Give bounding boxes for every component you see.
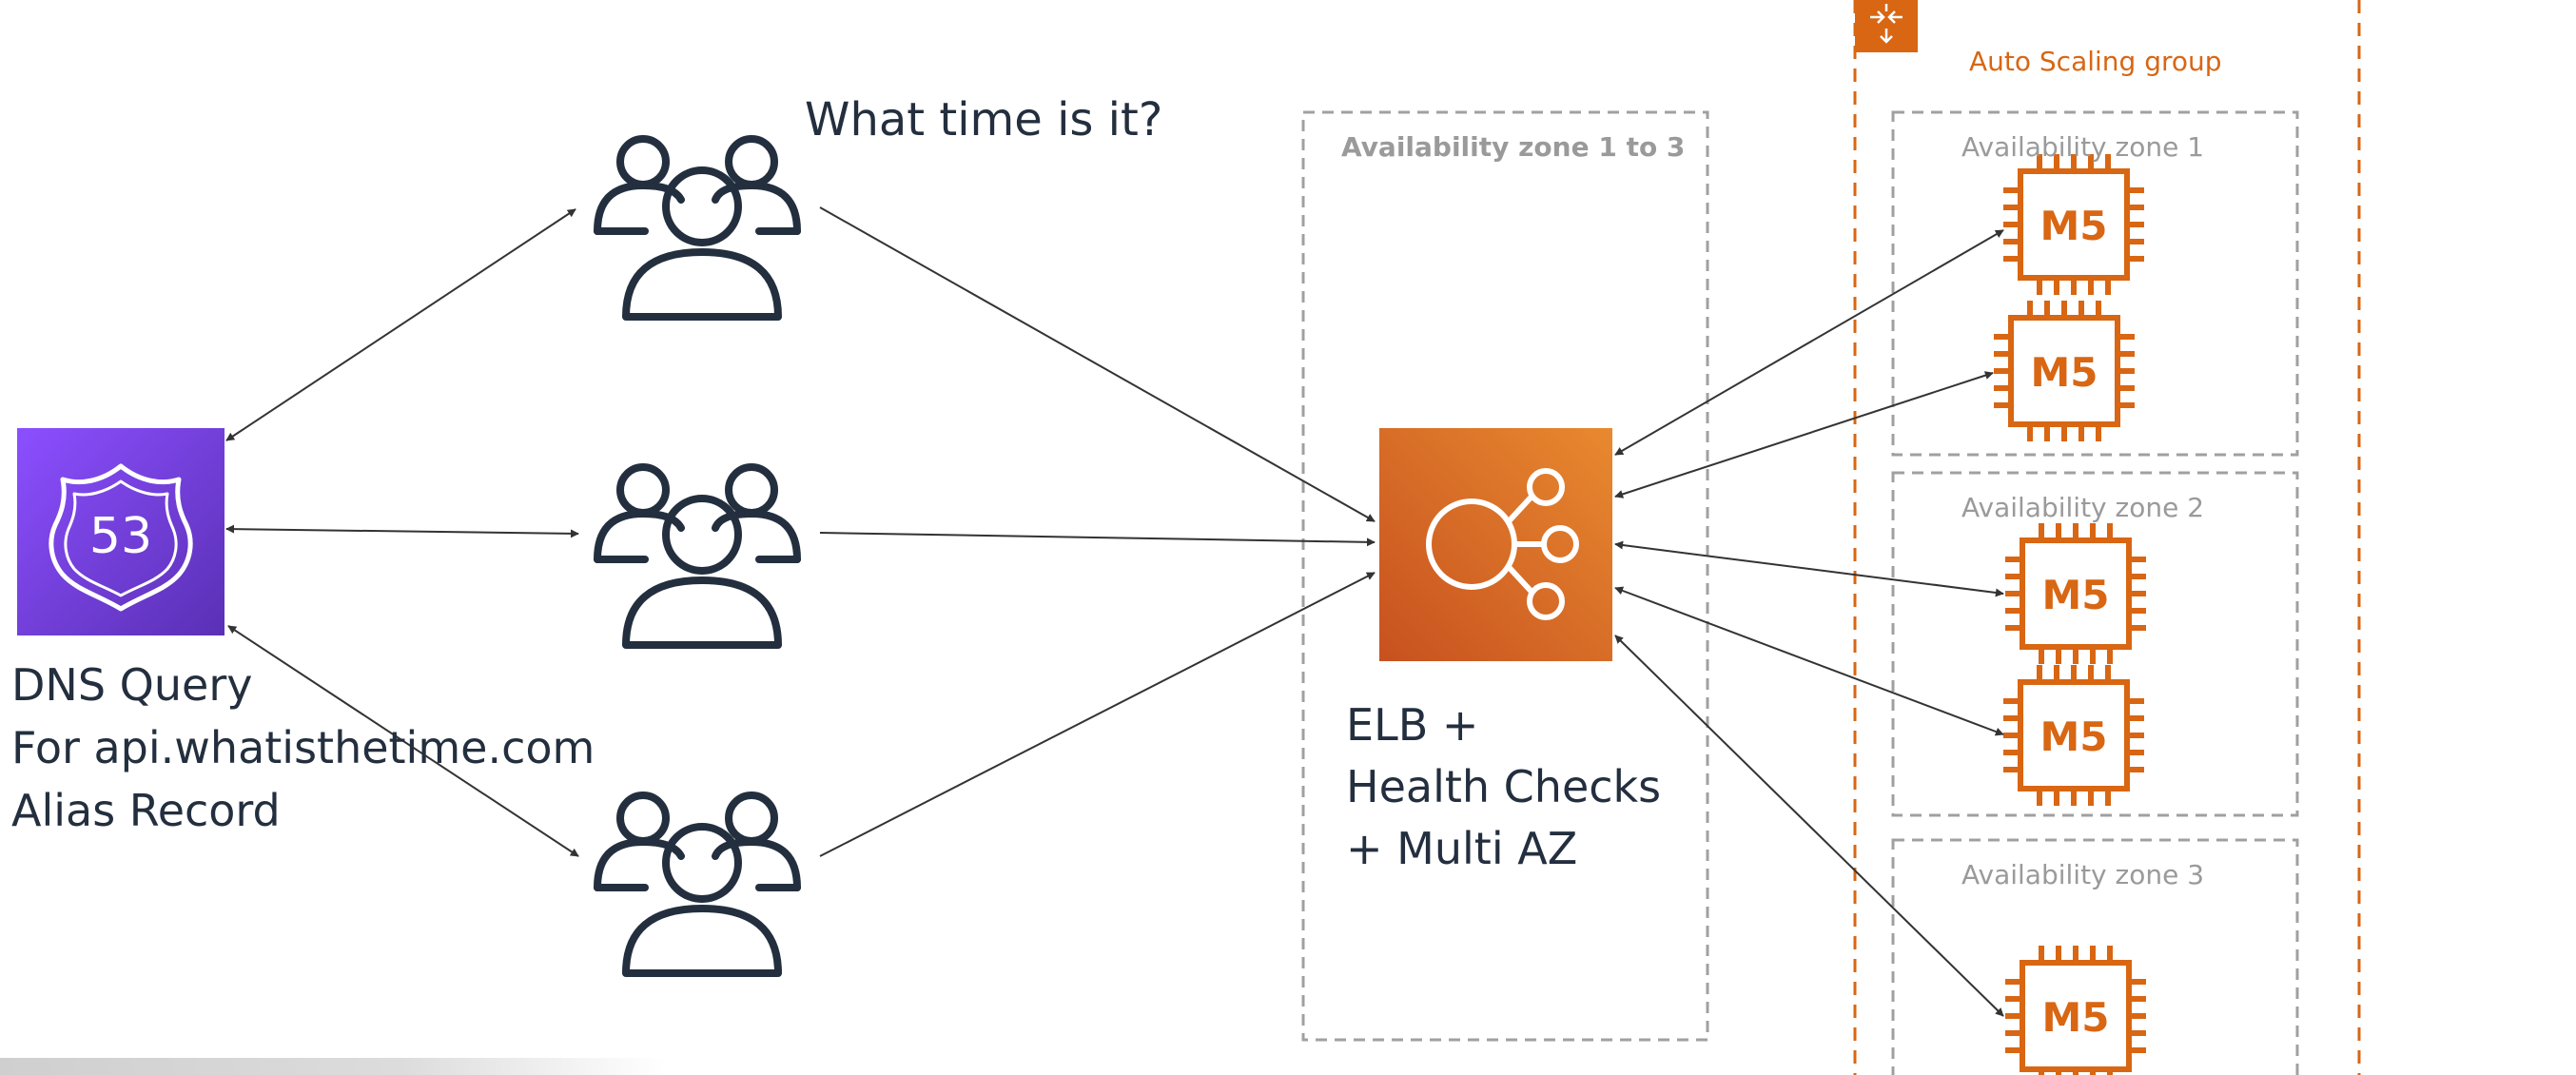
arrow-elb-to-instance-3 xyxy=(1614,540,2004,597)
asg-zone-2-label: Availability zone 2 xyxy=(1961,492,2205,523)
ec2-m5-instance-4: M5 xyxy=(2003,665,2144,806)
dns-query-label: DNS Query xyxy=(11,659,253,711)
users-group-icon xyxy=(597,139,797,317)
ec2-m5-instance-3: M5 xyxy=(2005,523,2146,664)
arrow-dns-to-user-2 xyxy=(225,524,579,538)
asg-zone-1-label: Availability zone 1 xyxy=(1961,131,2205,163)
auto-scaling-icon xyxy=(1855,0,1918,52)
arrow-dns-to-user-1 xyxy=(225,208,576,441)
arrow-elb-to-instance-2 xyxy=(1614,371,1994,498)
instance-label: M5 xyxy=(2039,203,2107,249)
dns-domain-label: For api.whatisthetime.com xyxy=(11,722,595,773)
arrow-elb-to-instance-4 xyxy=(1614,586,2004,736)
elb-label-line2: Health Checks xyxy=(1346,761,1662,812)
elb-label-line1: ELB + xyxy=(1346,699,1479,751)
asg-zone-3-label: Availability zone 3 xyxy=(1961,859,2205,890)
arrow-elb-to-instance-1 xyxy=(1614,229,2004,456)
ec2-m5-instance-5: M5 xyxy=(2005,946,2146,1075)
instance-label: M5 xyxy=(2041,994,2109,1041)
users-group-icon xyxy=(597,467,797,645)
elastic-load-balancer-icon xyxy=(1379,428,1612,661)
instance-label: M5 xyxy=(2039,713,2107,760)
elb-zone-label: Availability zone 1 to 3 xyxy=(1341,131,1686,163)
users-group-icon xyxy=(597,795,797,973)
elb-label-line3: + Multi AZ xyxy=(1346,823,1578,874)
arrow-user-1-to-elb xyxy=(819,206,1376,522)
slide-edge-shadow xyxy=(0,1058,666,1075)
instance-label: M5 xyxy=(2041,572,2109,618)
asg-availability-zone-1 xyxy=(1891,110,2299,457)
auto-scaling-group-label: Auto Scaling group xyxy=(1969,46,2222,77)
arrow-elb-to-instance-5 xyxy=(1614,635,2004,1017)
question-text: What time is it? xyxy=(805,93,1163,147)
arrow-dns-to-user-3 xyxy=(227,625,579,857)
instance-label: M5 xyxy=(2030,349,2098,396)
ec2-m5-instance-1: M5 xyxy=(2003,154,2144,295)
arrow-user-3-to-elb xyxy=(819,572,1376,857)
dns-record-type-label: Alias Record xyxy=(11,785,281,836)
route53-badge: 53 xyxy=(89,508,152,565)
ec2-m5-instance-2: M5 xyxy=(1994,301,2135,441)
arrow-user-2-to-elb xyxy=(819,532,1376,547)
route53-shield-icon: 53 xyxy=(17,428,224,635)
